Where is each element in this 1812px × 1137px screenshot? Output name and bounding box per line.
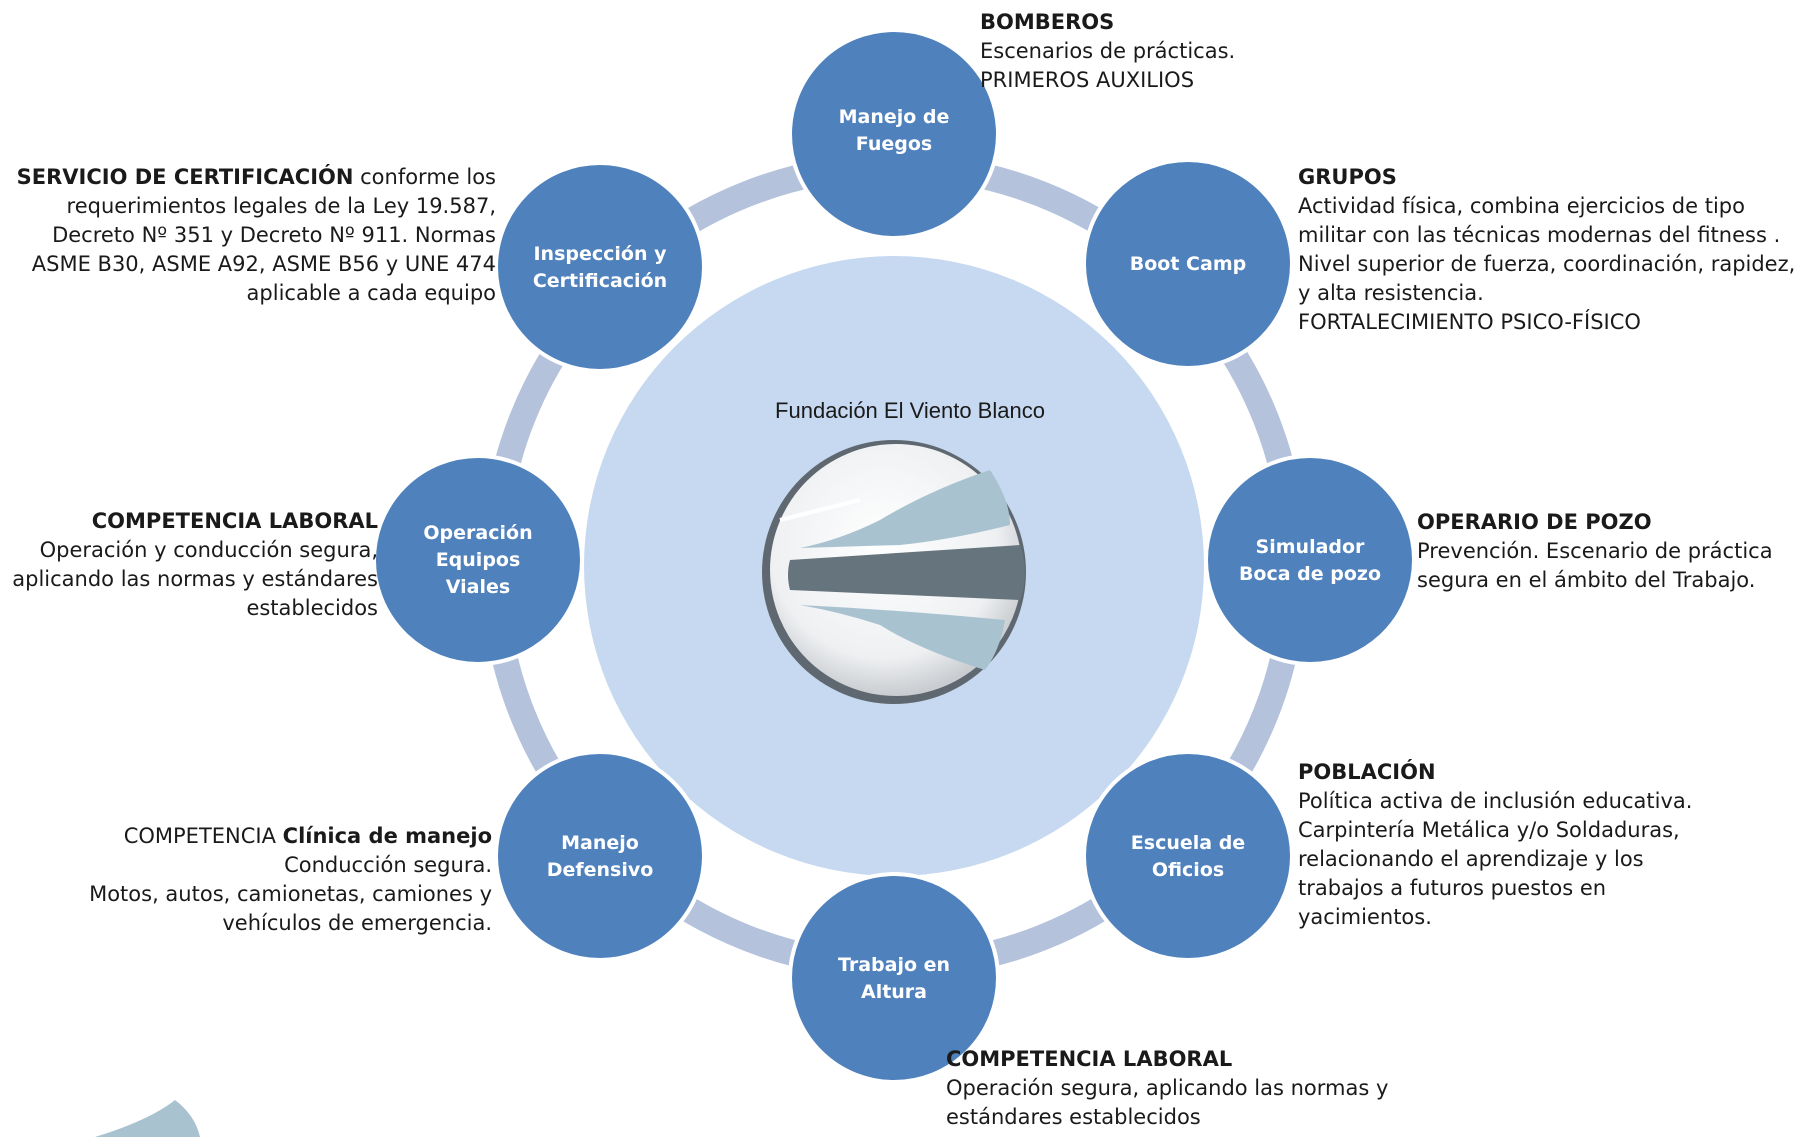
desc-viales-line: establecidos [246,596,378,620]
node-label-inspeccion: Inspección y Certificación [532,243,668,292]
desc-viales-heading: COMPETENCIA LABORAL [91,509,378,533]
center-title: Fundación El Viento Blanco [775,398,1045,423]
node-simulador-boca-de-pozo [1204,454,1416,666]
desc-bootcamp-line: FORTALECIMIENTO PSICO-FÍSICO [1298,310,1641,334]
desc-viales-line: aplicando las normas y estándares [12,567,378,591]
desc-inspeccion: SERVICIO DE CERTIFICACIÓN conforme los r… [0,163,496,308]
desc-defensivo-line: Motos, autos, camionetas, camiones y [89,882,492,906]
desc-defensivo-heading: Clínica de manejo [282,824,492,848]
node-label-altura: Trabajo en Altura [837,954,951,1003]
desc-oficios-line: yacimientos. [1298,905,1432,929]
node-manejo-defensivo [494,750,706,962]
node-boot-camp [1082,158,1294,370]
desc-inspeccion-suffix: conforme los [353,165,496,189]
desc-oficios-heading: POBLACIÓN [1298,760,1436,784]
desc-oficios-line: trabajos a futuros puestos en [1298,876,1607,900]
desc-fuegos: BOMBEROS Escenarios de prácticas. PRIMER… [980,8,1235,95]
desc-bootcamp-line: Actividad física, combina ejercicios de … [1298,194,1745,218]
desc-altura-line: estándares establecidos [946,1105,1201,1129]
node-label-bootcamp: Boot Camp [1129,253,1247,275]
node-label-oficios: Escuela de Oficios [1130,832,1246,881]
node-escuela-de-oficios [1082,750,1294,962]
desc-bootcamp-line: y alta resistencia. [1298,281,1484,305]
desc-inspeccion-line: Decreto Nº 351 y Decreto Nº 911. Normas [52,223,496,247]
desc-defensivo-line: vehículos de emergencia. [222,911,492,935]
desc-viales: COMPETENCIA LABORAL Operación y conducci… [0,507,378,623]
desc-bootcamp: GRUPOS Actividad física, combina ejercic… [1298,163,1795,337]
desc-boca-line: segura en el ámbito del Trabajo. [1417,568,1756,592]
desc-inspeccion-line: ASME B30, ASME A92, ASME B56 y UNE 474 [31,252,496,276]
node-trabajo-en-altura [788,872,1000,1084]
desc-fuegos-line: Escenarios de prácticas. [980,39,1236,63]
desc-viales-line: Operación y conducción segura, [39,538,378,562]
desc-boca-heading: OPERARIO DE POZO [1417,510,1652,534]
desc-oficios-line: relacionando el aprendizaje y los [1298,847,1644,871]
desc-oficios-line: Política activa de inclusión educativa. [1298,789,1693,813]
desc-altura: COMPETENCIA LABORAL Operación segura, ap… [946,1045,1388,1132]
desc-bootcamp-heading: GRUPOS [1298,165,1397,189]
node-label-boca: Simulador Boca de pozo [1238,536,1382,585]
desc-fuegos-heading: BOMBEROS [980,10,1115,34]
desc-altura-heading: COMPETENCIA LABORAL [946,1047,1233,1071]
desc-oficios: POBLACIÓN Política activa de inclusión e… [1298,758,1692,932]
node-label-fuegos: Manejo de Fuegos [838,106,950,155]
desc-boca-line: Prevención. Escenario de práctica [1417,539,1773,563]
logo-fragment-icon [95,1100,200,1137]
desc-inspeccion-line: requerimientos legales de la Ley 19.587, [66,194,496,218]
desc-defensivo: COMPETENCIA Clínica de manejo Conducción… [40,822,492,938]
desc-inspeccion-heading: SERVICIO DE CERTIFICACIÓN [16,165,354,189]
desc-boca: OPERARIO DE POZO Prevención. Escenario d… [1417,508,1773,595]
desc-fuegos-line: PRIMEROS AUXILIOS [980,68,1195,92]
desc-altura-line: Operación segura, aplicando las normas y [946,1076,1389,1100]
desc-inspeccion-line: aplicable a cada equipo [246,281,496,305]
desc-bootcamp-line: Nivel superior de fuerza, coordinación, … [1298,252,1796,276]
node-operacion-equipos-viales [372,454,584,666]
node-label-viales: Operación Equipos Viales [423,522,533,598]
node-inspeccion-y-certificacion [494,161,706,373]
node-manejo-de-fuegos [788,28,1000,240]
desc-defensivo-prefix: COMPETENCIA [123,824,283,848]
desc-bootcamp-line: militar con las técnicas modernas del fi… [1298,223,1781,247]
node-label-defensivo: Manejo Defensivo [546,832,654,881]
desc-oficios-line: Carpintería Metálica y/o Soldaduras, [1298,818,1680,842]
desc-defensivo-line: Conducción segura. [284,853,492,877]
logo-icon [762,440,1026,704]
